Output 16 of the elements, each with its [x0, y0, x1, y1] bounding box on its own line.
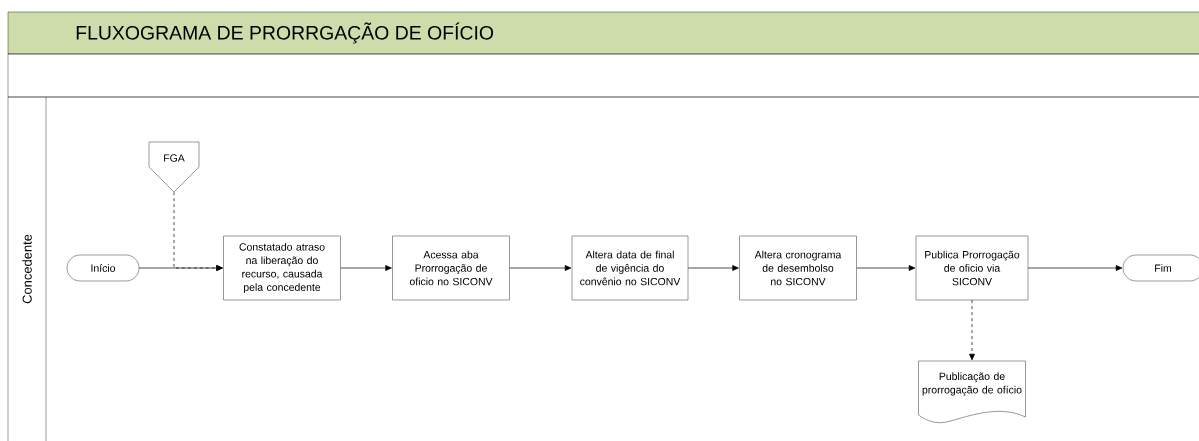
process-box: Constatado atraso na liberação do recurso, causada pela concedente — [223, 235, 341, 301]
process-box: Altera data de final de vigência do convênio no SICONV — [571, 235, 689, 301]
arrow — [173, 191, 223, 271]
arrow — [856, 265, 916, 271]
terminator: Início — [66, 254, 140, 282]
arrow — [687, 265, 739, 271]
off-page-connector: FGA — [148, 141, 200, 193]
arrow — [340, 265, 392, 271]
arrow — [969, 299, 975, 361]
process-box: Acessa aba Prorrogação de oficio no SICONV — [392, 235, 510, 301]
process-box: Altera cronograma de desembolso no SICONV — [739, 235, 857, 301]
title-band: FLUXOGRAMA DE PRORRGAÇÃO DE OFÍCIO — [7, 11, 1199, 55]
process-box: Publica Prorrogação de oficio via SICONV — [915, 235, 1029, 301]
terminator: Fim — [1122, 254, 1199, 282]
arrow — [509, 265, 572, 271]
arrow — [1027, 265, 1123, 271]
